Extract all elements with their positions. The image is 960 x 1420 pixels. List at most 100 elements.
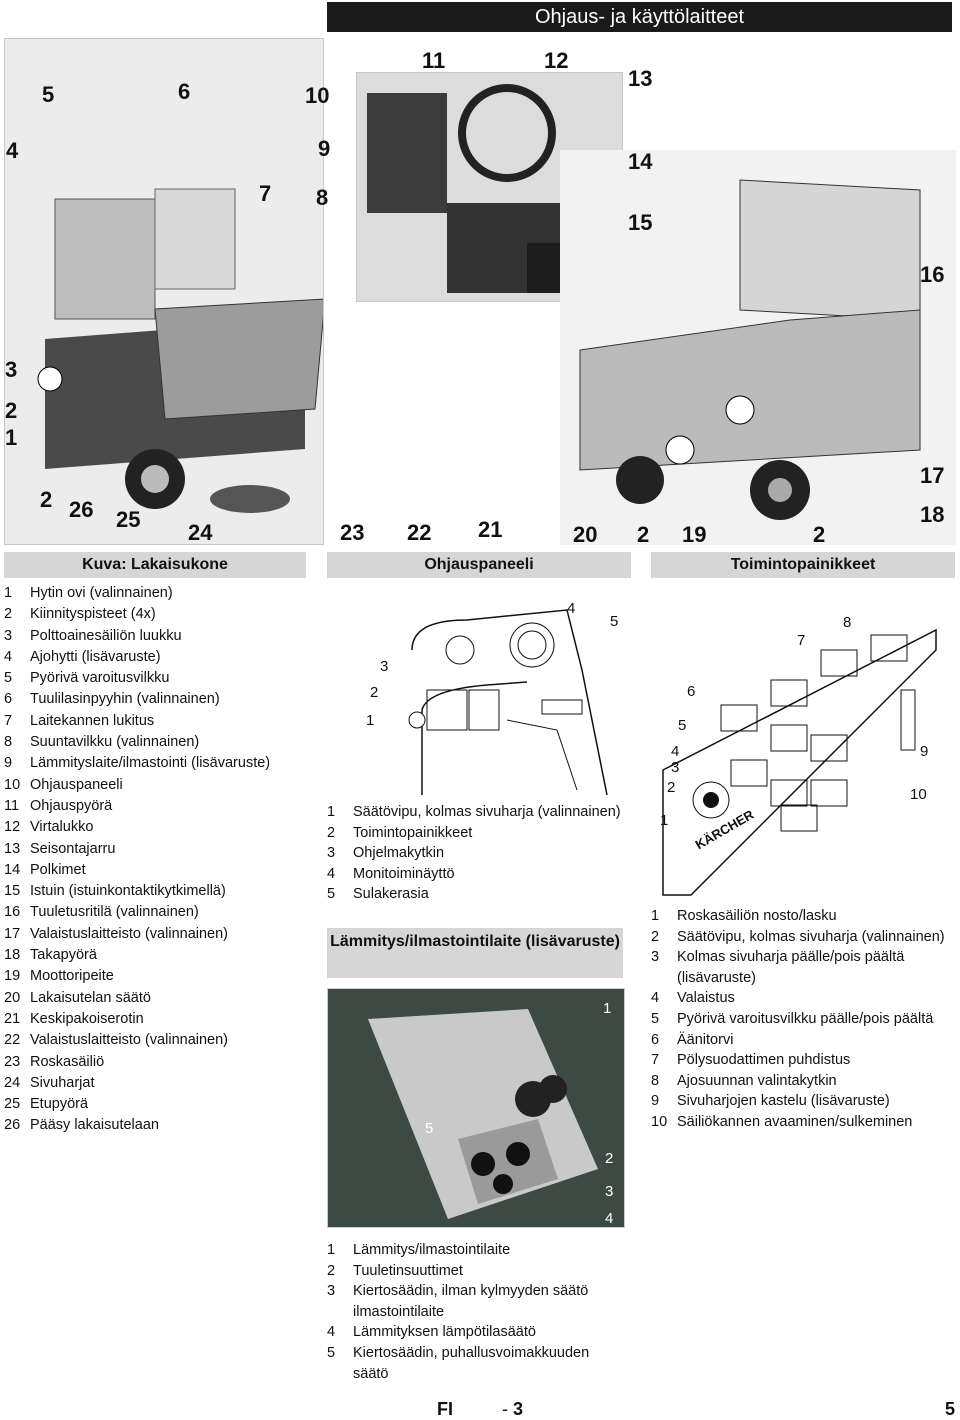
callout-19: 19 bbox=[682, 522, 707, 547]
footer-language: FI bbox=[437, 1399, 453, 1419]
panel-label-5: 5 bbox=[610, 613, 619, 630]
panel-label-3: 3 bbox=[380, 658, 389, 675]
callout-16: 16 bbox=[920, 262, 945, 287]
callout-25: 25 bbox=[116, 507, 141, 532]
fn-label-2: 2 bbox=[667, 779, 676, 796]
heating-label-4: 4 bbox=[605, 1210, 614, 1227]
callout-4: 4 bbox=[6, 138, 19, 163]
heating-label-3: 3 bbox=[605, 1183, 614, 1200]
callout-2b: 2 bbox=[40, 487, 53, 512]
buttons-heading: Toimintopainikkeet bbox=[651, 552, 955, 578]
machine-photo-left bbox=[4, 38, 324, 545]
fn-label-4: 4 bbox=[671, 743, 680, 760]
callout-12: 12 bbox=[544, 48, 569, 73]
fn-label-7: 7 bbox=[797, 632, 806, 649]
control-panel-diagram bbox=[327, 590, 627, 796]
callout-26: 26 bbox=[69, 497, 94, 522]
callout-2c: 2 bbox=[637, 522, 650, 547]
callout-11: 11 bbox=[422, 48, 446, 73]
page-title: Ohjaus- ja käyttölaitteet bbox=[327, 2, 952, 32]
callout-5: 5 bbox=[42, 82, 55, 107]
panel-label-2: 2 bbox=[370, 684, 379, 701]
heating-unit-illustration bbox=[328, 989, 624, 1227]
panel-heading: Ohjauspaneeli bbox=[327, 552, 631, 578]
heating-unit-photo bbox=[327, 988, 625, 1228]
callout-23: 23 bbox=[340, 520, 365, 545]
callout-9: 9 bbox=[318, 136, 331, 161]
heating-label-1: 1 bbox=[603, 1000, 612, 1017]
fn-label-6: 6 bbox=[687, 683, 696, 700]
callout-3: 3 bbox=[5, 357, 18, 382]
function-buttons-diagram bbox=[651, 595, 955, 900]
fn-label-3: 3 bbox=[671, 759, 680, 776]
fn-label-8: 8 bbox=[843, 614, 852, 631]
heating-label-2: 2 bbox=[605, 1150, 614, 1167]
function-buttons-illustration bbox=[662, 628, 937, 896]
fn-label-1: 1 bbox=[660, 812, 669, 829]
footer-page: - 3 bbox=[502, 1399, 524, 1419]
callout-1: 1 bbox=[5, 425, 18, 450]
callout-2d: 2 bbox=[813, 522, 826, 547]
callout-8: 8 bbox=[316, 185, 329, 210]
panel-label-4: 4 bbox=[567, 600, 576, 617]
callout-20: 20 bbox=[573, 522, 598, 547]
callout-18: 18 bbox=[920, 502, 945, 527]
control-panel-illustration bbox=[408, 609, 608, 796]
callout-21: 21 bbox=[478, 517, 503, 542]
fn-label-5: 5 bbox=[678, 717, 687, 734]
panel-label-1: 1 bbox=[366, 712, 375, 729]
heating-heading: Lämmitys/ilmastointilaite (lisävaruste) bbox=[327, 928, 623, 978]
sweeper-rear-illustration bbox=[560, 150, 956, 545]
callout-14: 14 bbox=[628, 149, 653, 174]
callout-24: 24 bbox=[188, 520, 213, 545]
callout-22: 22 bbox=[407, 520, 432, 545]
callout-6: 6 bbox=[178, 79, 191, 104]
cab-interior-photo bbox=[356, 72, 623, 302]
callout-15: 15 bbox=[628, 210, 653, 235]
